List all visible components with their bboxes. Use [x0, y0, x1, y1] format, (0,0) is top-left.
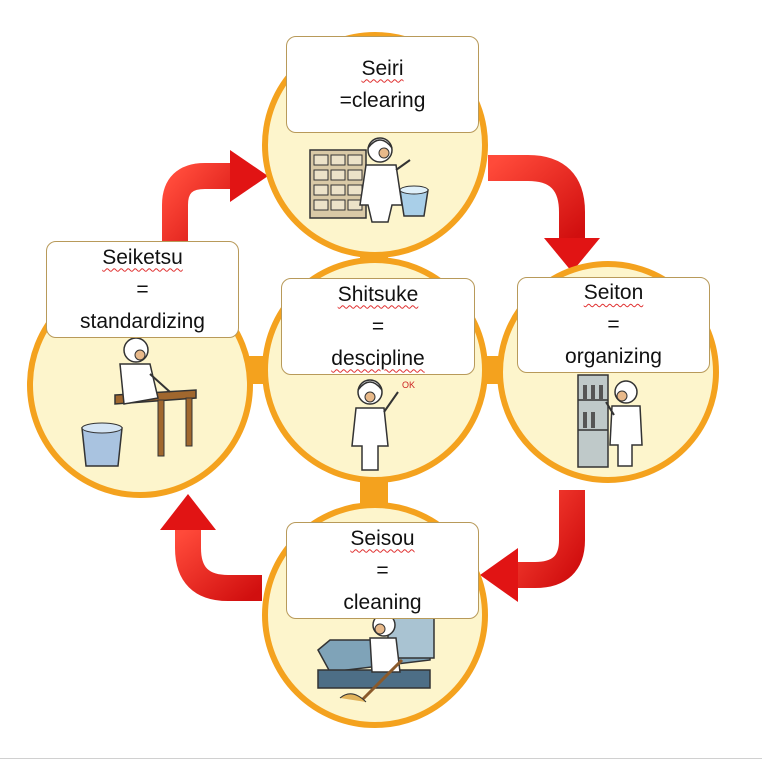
cycle-arrows [160, 150, 600, 602]
arrow-seisou-to-seiketsu [160, 494, 262, 601]
sep-seisou: = [376, 558, 389, 582]
worker-sorting-cabinet-icon [309, 137, 429, 223]
label-seiketsu: Seiketsu = standardizing [46, 241, 239, 338]
arrow-seiketsu-to-seiri [162, 150, 268, 245]
worker-saluting-icon: OK [351, 379, 415, 471]
meaning-seisou: cleaning [343, 590, 422, 614]
arrow-seiri-to-seiton [488, 155, 600, 272]
meaning-seiri: =clearing [339, 88, 426, 112]
arrow-seiton-to-seisou [480, 490, 585, 602]
worker-wiping-table-icon [81, 337, 197, 467]
sep-seiketsu: = [136, 277, 149, 301]
label-seisou: Seisou = cleaning [286, 522, 479, 619]
worker-cleaning-machine-icon [317, 613, 435, 703]
meaning-shitsuke: descipline [331, 346, 425, 370]
bottom-divider [0, 758, 762, 759]
term-seiton: Seiton [583, 281, 644, 304]
term-seiketsu: Seiketsu [102, 245, 183, 269]
label-shitsuke: Shitsuke = descipline [281, 278, 475, 375]
term-shitsuke: Shitsuke [337, 282, 419, 306]
label-seiton: Seiton = organizing [517, 277, 710, 373]
label-seiri: Seiri =clearing [286, 36, 479, 133]
sep-seiton: = [607, 313, 620, 336]
term-seisou: Seisou [350, 526, 415, 550]
meaning-seiton: organizing [565, 345, 662, 368]
worker-organizing-shelf-icon [577, 374, 643, 468]
meaning-seiketsu: standardizing [80, 309, 205, 333]
term-seiri: Seiri [361, 56, 404, 80]
sep-shitsuke: = [371, 314, 385, 338]
svg-text:OK: OK [402, 380, 415, 390]
